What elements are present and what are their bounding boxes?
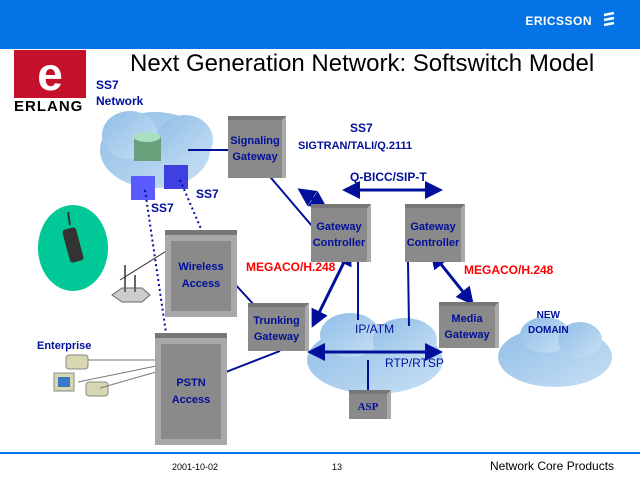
footer-date: 2001-10-02 <box>172 462 219 472</box>
node-label: Gateway <box>444 329 490 341</box>
ericsson-logo-text: ERICSSON <box>525 14 592 28</box>
telephone-icon <box>65 354 109 397</box>
stp-node-icon <box>164 165 188 189</box>
pstn-access-node: PSTN Access <box>155 333 227 445</box>
new-domain-line2: DOMAIN <box>528 325 569 336</box>
node-label: Controller <box>312 237 366 249</box>
ss7-label-b: SS7 <box>151 201 174 215</box>
node-label: Trunking <box>253 315 300 327</box>
megaco-left-arrow <box>311 247 352 328</box>
node-label: Gateway <box>410 221 456 233</box>
node-label: Wireless <box>178 261 224 273</box>
ericsson-logo-icon <box>603 12 615 27</box>
erlang-logo-letter: e <box>37 48 63 100</box>
ss7-network-label-line1: SS7 <box>96 78 119 92</box>
node-label: Media <box>451 313 483 325</box>
base-station-icon <box>111 265 151 303</box>
ss7-label-top: SS7 <box>350 121 373 135</box>
node-label: Access <box>171 393 211 406</box>
computer-icon <box>53 372 75 392</box>
enterprise-label: Enterprise <box>37 340 92 352</box>
ss7-network-label-line2: Network <box>96 94 144 108</box>
erlang-logo: e <box>14 50 86 98</box>
node-label: Gateway <box>232 151 278 163</box>
new-domain-line1: NEW <box>536 310 560 321</box>
header-bar <box>0 0 640 49</box>
stp-node-icon <box>131 176 155 200</box>
new-domain-cloud <box>498 317 612 387</box>
node-label: Controller <box>406 237 460 249</box>
node-label: Access <box>181 278 221 290</box>
qbicc-label: Q-BICC/SIP-T <box>350 170 427 184</box>
megaco-right-label: MEGACO/H.248 <box>464 263 554 277</box>
ip-atm-label: IP/ATM <box>355 322 395 336</box>
page-title: Next Generation Network: Softswitch Mode… <box>130 50 595 77</box>
megaco-left-label: MEGACO/H.248 <box>246 260 336 274</box>
node-label: Gateway <box>253 331 300 343</box>
footer-divider <box>0 452 640 454</box>
node-label: Signaling <box>230 135 280 147</box>
new-domain-label: NEW DOMAIN <box>528 308 569 338</box>
ss7-label-a: SS7 <box>196 187 219 201</box>
node-label: PSTN <box>176 376 206 389</box>
asp-node: ASP <box>349 390 391 419</box>
rtp-label: RTP/RTSP <box>385 356 444 370</box>
footer-product: Network Core Products <box>490 459 615 473</box>
erlang-logo-name: ERLANG <box>14 98 84 115</box>
mobile-phone-icon <box>62 211 84 263</box>
footer-page-number: 13 <box>332 462 343 472</box>
node-label: Gateway <box>316 221 362 233</box>
sigtran-label: SIGTRAN/TALI/Q.2111 <box>298 140 413 152</box>
database-icon <box>133 132 161 161</box>
